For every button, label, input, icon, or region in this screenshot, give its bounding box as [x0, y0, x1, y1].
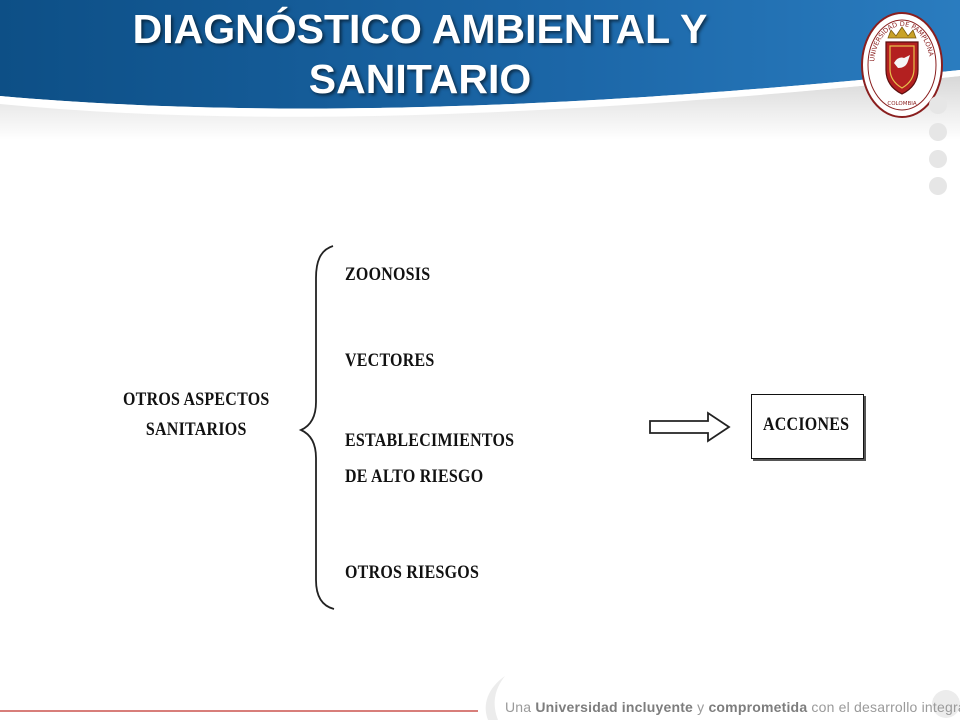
decorative-dot	[929, 150, 947, 168]
root-label-line-2: SANITARIOS	[145, 419, 247, 440]
footer-slogan-part5: con el desarrollo integral	[807, 699, 960, 715]
footer-slogan-bold1: Universidad incluyente	[535, 699, 694, 715]
slide-title: DIAGNÓSTICO AMBIENTAL Y SANITARIO	[30, 4, 810, 104]
root-label: OTROS ASPECTOS SANITARIOS	[123, 389, 269, 441]
right-arrow	[649, 411, 731, 443]
title-line-1: DIAGNÓSTICO AMBIENTAL Y	[132, 6, 708, 52]
footer-slogan-part3: y	[693, 699, 709, 715]
university-seal-logo: UNIVERSIDAD DE PAMPLONA COLOMBIA	[861, 12, 943, 118]
decorative-dot	[929, 123, 947, 141]
footer-slogan: Una Universidad incluyente y comprometid…	[505, 699, 960, 715]
footer-decoration	[0, 676, 960, 720]
branch-zoonosis: ZOONOSIS	[345, 264, 431, 285]
acciones-box	[751, 394, 864, 459]
decorative-dot	[929, 96, 947, 114]
curly-brace	[298, 245, 335, 610]
acciones-label: ACCIONES	[763, 414, 850, 435]
seal-bottom-text: COLOMBIA	[887, 101, 917, 107]
footer-slogan-bold2: comprometida	[708, 699, 808, 715]
footer-slogan-part1: Una	[505, 699, 536, 715]
branch-otros-riesgos: OTROS RIESGOS	[345, 562, 480, 583]
branch-establecimientos-line-1: ESTABLECIMIENTOS	[345, 430, 515, 451]
header-band	[0, 0, 960, 140]
branch-vectores: VECTORES	[345, 350, 435, 371]
title-line-2: SANITARIO	[308, 56, 532, 102]
branch-establecimientos-line-2: DE ALTO RIESGO	[345, 466, 484, 487]
root-label-line-1: OTROS ASPECTOS	[123, 389, 270, 410]
decorative-dots	[929, 96, 949, 204]
decorative-dot	[929, 177, 947, 195]
